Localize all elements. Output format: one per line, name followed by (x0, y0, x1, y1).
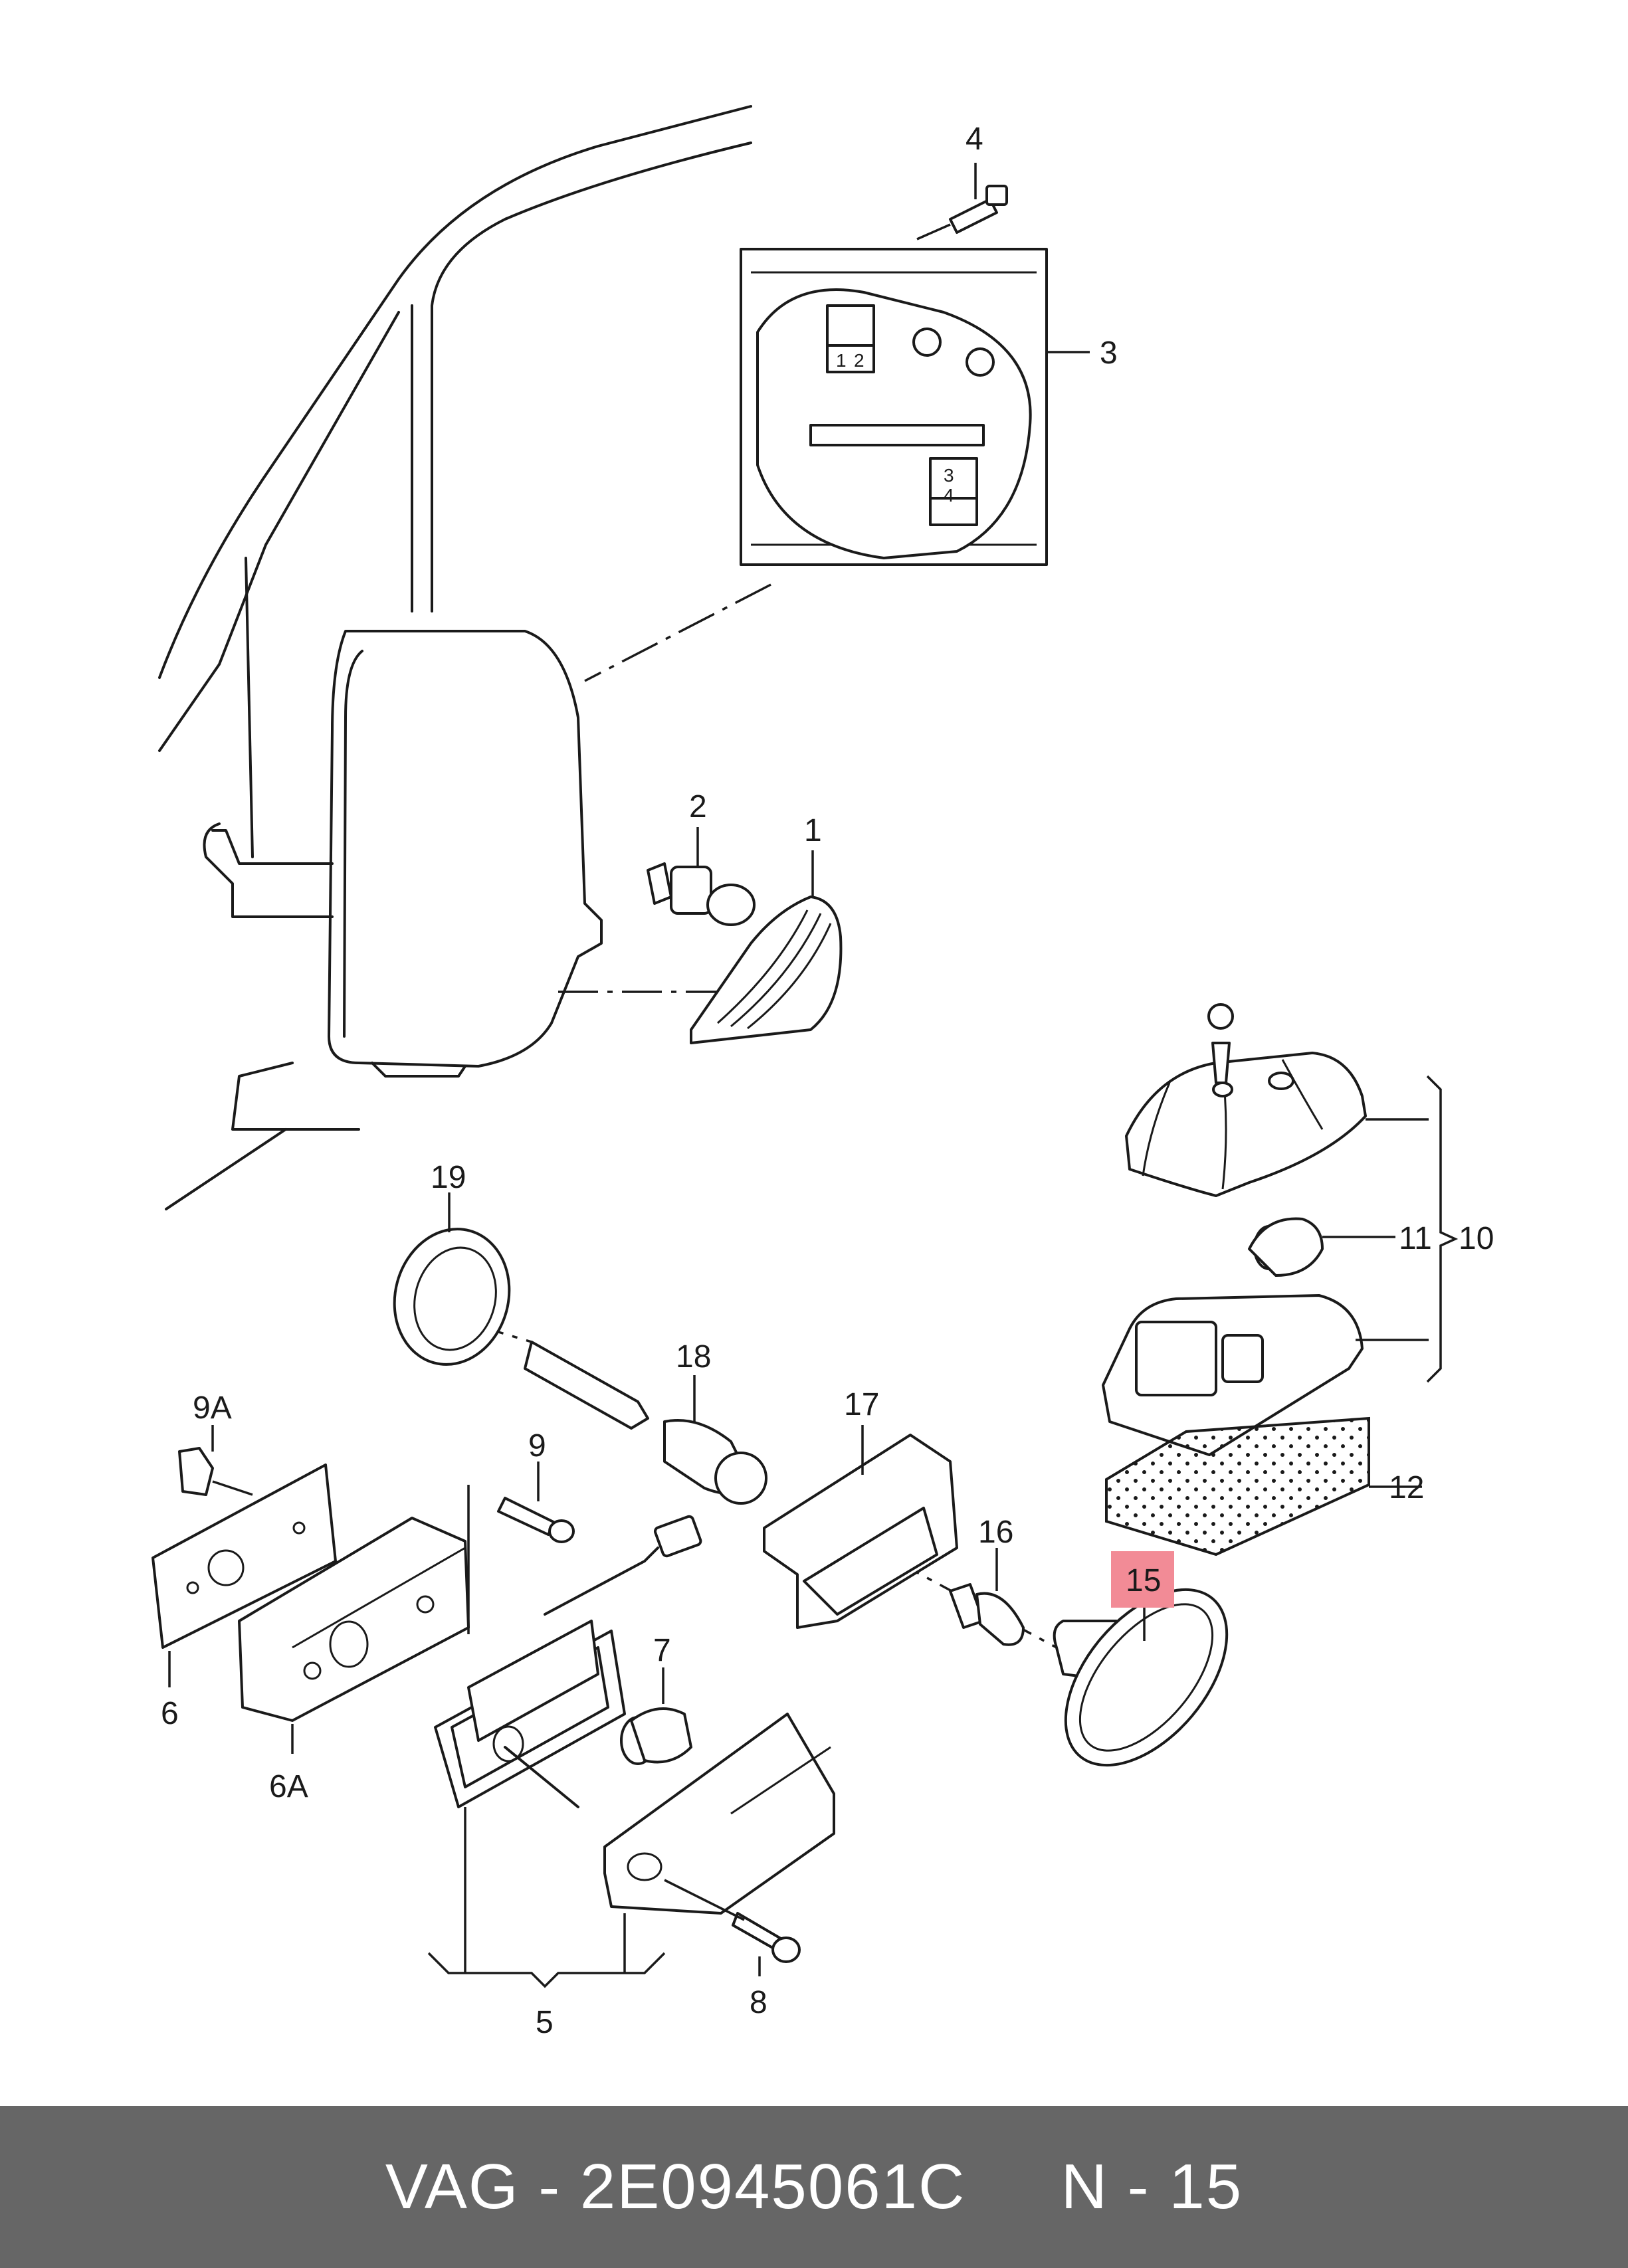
part-17-bracket (763, 1425, 958, 1629)
callout-4: 4 (966, 122, 983, 157)
part-10-lamp-base (1102, 1294, 1429, 1456)
part-3-relay-panel: 1 2 3 4 (740, 248, 1090, 566)
callout-18: 18 (676, 1339, 711, 1374)
callout-16: 16 (978, 1515, 1013, 1550)
wire-harness-connector (467, 1485, 702, 1634)
parts-diagram: 1 2 3 4 (152, 105, 1494, 2040)
relay-label-3: 3 (944, 465, 954, 486)
callout-labels: 4 3 2 1 11 10 12 19 18 17 16 15 9A 9 6 6… (161, 122, 1494, 2040)
mirror-housing (203, 630, 603, 1078)
part-9-screw (497, 1462, 575, 1543)
relay-label-1: 1 (836, 350, 847, 371)
callout-12: 12 (1389, 1470, 1424, 1505)
part-10-lamp-assembly (1125, 1003, 1459, 1383)
part-7-bulb (620, 1667, 692, 1765)
callout-3: 3 (1100, 335, 1118, 371)
callout-7: 7 (653, 1633, 671, 1668)
part-number-caption: VAG - 2E0945061C N - 15 (385, 2151, 1243, 2222)
assembly-line-3 (584, 583, 771, 682)
callout-6a: 6A (269, 1769, 308, 1804)
part-15-side-marker-lamp (1053, 1588, 1229, 1767)
callout-15: 15 (1126, 1563, 1161, 1598)
relay-label-4: 4 (944, 485, 954, 506)
part-4-screw (916, 163, 1008, 240)
part-5-lamp-assembly (427, 1620, 835, 1988)
part-8-screw (664, 1879, 801, 1976)
footer-bar: VAG - 2E0945061C N - 15 (0, 2106, 1628, 2268)
vehicle-body-outline (158, 105, 752, 1210)
callout-9a: 9A (193, 1390, 232, 1426)
callout-2: 2 (689, 789, 707, 824)
part-1-signal-lens (690, 850, 843, 1044)
callout-17: 17 (844, 1387, 879, 1422)
part-9a-clip (178, 1425, 253, 1496)
part-6-gasket-plate (152, 1464, 337, 1687)
callout-1: 1 (804, 813, 822, 848)
part-18-socket-wire (524, 1341, 767, 1505)
callout-8: 8 (750, 1985, 767, 2020)
relay-label-2: 2 (854, 350, 865, 371)
part-16-bulb (949, 1548, 1025, 1646)
callout-19: 19 (431, 1160, 466, 1195)
callout-11: 11 (1399, 1221, 1432, 1256)
callout-10: 10 (1459, 1221, 1494, 1256)
callout-6: 6 (161, 1696, 179, 1731)
callout-9: 9 (528, 1428, 546, 1464)
part-11-bulb (1248, 1217, 1395, 1277)
callout-5: 5 (536, 2005, 554, 2040)
part-19-cap (393, 1192, 511, 1366)
part-15-highlight-box (1111, 1551, 1174, 1608)
part-12-gasket (1105, 1416, 1422, 1557)
part-2-bulb-socket (647, 827, 756, 926)
